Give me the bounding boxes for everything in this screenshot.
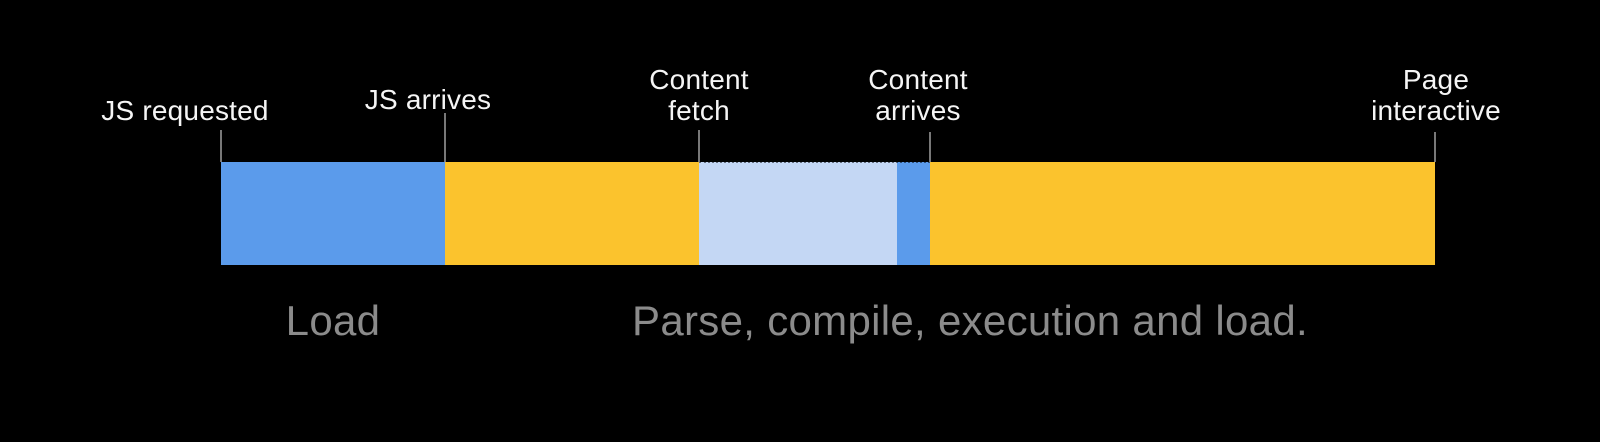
marker-label-js-arrives: JS arrives (364, 84, 492, 115)
tick-content-fetch (698, 130, 700, 162)
segment-parse-compile-1 (445, 162, 699, 265)
tick-content-arrives (929, 132, 931, 162)
segment-content-wait (897, 162, 930, 265)
tick-js-requested (220, 130, 222, 162)
tick-js-arrives (444, 113, 446, 162)
marker-label-page-interactive: Page interactive (1371, 64, 1501, 126)
marker-label-content-arrives: Content arrives (868, 64, 968, 126)
marker-label-js-requested: JS requested (101, 95, 269, 126)
content-fetch-dotted-edge (699, 161, 930, 163)
segment-parse-compile-2 (930, 162, 1435, 265)
tick-page-interactive (1434, 132, 1436, 162)
segment-content-fetch (699, 162, 897, 265)
segment-js-download (221, 162, 445, 265)
phase-label-parse-compile-execute-load: Parse, compile, execution and load. (632, 297, 1308, 344)
marker-label-content-fetch: Content fetch (649, 64, 749, 126)
phase-label-load: Load (285, 297, 381, 344)
